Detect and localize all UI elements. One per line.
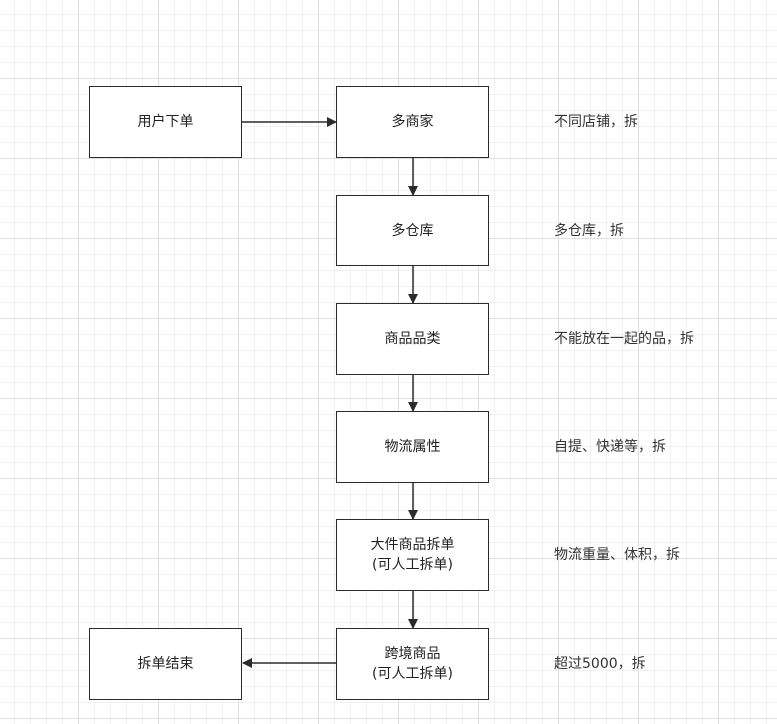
node-cross-border-label-line1: 跨境商品 — [384, 646, 441, 662]
node-multi-warehouse-label: 多仓库 — [391, 222, 434, 239]
node-large-item[interactable]: 大件商品拆单 (可人工拆单) — [336, 519, 489, 591]
node-logistics-attr[interactable]: 物流属性 — [336, 411, 489, 483]
node-product-category[interactable]: 商品品类 — [336, 303, 489, 375]
note-cross-border: 超过5000，拆 — [554, 656, 646, 672]
node-multi-merchant[interactable]: 多商家 — [336, 86, 489, 158]
node-large-item-label-line2: (可人工拆单) — [372, 557, 453, 573]
node-user-order[interactable]: 用户下单 — [89, 86, 242, 158]
node-split-end-label: 拆单结束 — [137, 656, 194, 672]
node-split-end[interactable]: 拆单结束 — [89, 628, 242, 700]
note-product-category: 不能放在一起的品，拆 — [554, 331, 694, 347]
note-large-item: 物流重量、体积，拆 — [554, 547, 680, 563]
note-logistics-attr: 自提、快递等，拆 — [554, 439, 666, 455]
note-multi-merchant: 不同店铺，拆 — [554, 114, 638, 130]
node-cross-border[interactable]: 跨境商品 (可人工拆单) — [336, 628, 489, 700]
note-multi-warehouse: 多仓库，拆 — [554, 223, 624, 239]
node-multi-merchant-label: 多商家 — [391, 114, 434, 130]
node-product-category-label: 商品品类 — [384, 331, 441, 347]
node-user-order-label: 用户下单 — [137, 114, 194, 130]
node-multi-warehouse[interactable]: 多仓库 — [336, 195, 489, 266]
node-cross-border-label-line2: (可人工拆单) — [372, 666, 453, 682]
node-large-item-label-line1: 大件商品拆单 — [370, 537, 455, 553]
node-logistics-attr-label: 物流属性 — [384, 439, 441, 455]
